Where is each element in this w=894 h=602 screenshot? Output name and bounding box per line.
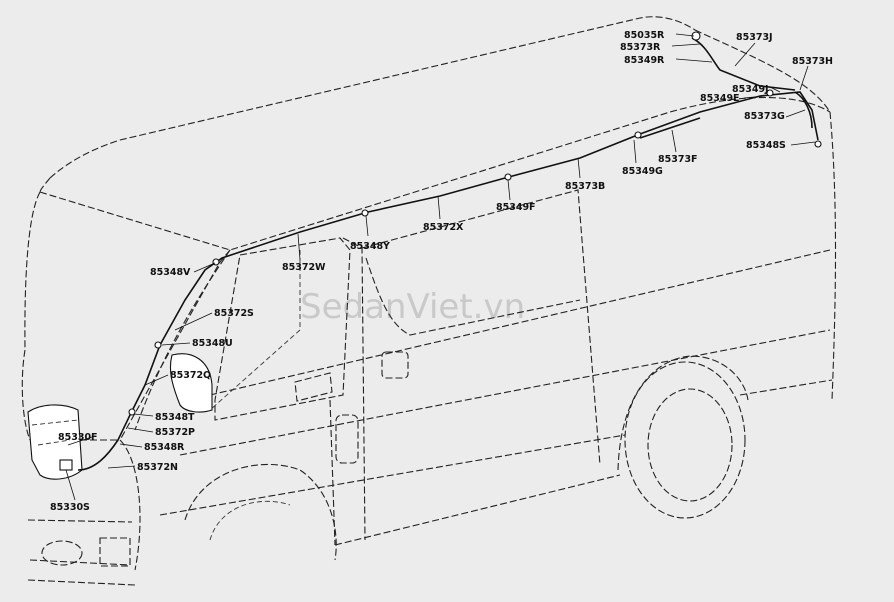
- part-label: 85373F: [658, 154, 698, 165]
- part-label: 85348S: [746, 140, 786, 151]
- part-label: 85349E: [700, 93, 740, 104]
- part-label: 85348Y: [350, 241, 390, 252]
- part-label: 85373J: [736, 32, 773, 43]
- part-label: 85349R: [624, 55, 665, 66]
- hose-clamp: [128, 408, 136, 416]
- hose-joint: [634, 131, 642, 139]
- part-label: 85348T: [155, 412, 195, 423]
- part-label: 85330F: [58, 432, 98, 443]
- hose-joint: [504, 173, 512, 181]
- watermark-text: SedanViet.vn: [300, 287, 525, 327]
- part-label: 85373H: [792, 56, 833, 67]
- part-label: 85348V: [150, 267, 191, 278]
- van-body-outline: [21, 16, 837, 586]
- hose-clamp: [154, 341, 162, 349]
- part-label: 85373G: [744, 111, 785, 122]
- part-label: 85372W: [282, 262, 326, 273]
- part-label: 85372P: [155, 427, 195, 438]
- hose-joint: [361, 209, 369, 217]
- part-label: 85330S: [50, 502, 90, 513]
- part-label: 85372Q: [170, 370, 211, 381]
- part-label: 85373B: [565, 181, 605, 192]
- part-label: 85348R: [144, 442, 185, 453]
- washer-pump: [59, 459, 73, 471]
- part-label: 85372S: [214, 308, 254, 319]
- part-label: 85348U: [192, 338, 233, 349]
- part-label: 85372X: [423, 222, 464, 233]
- part-label: 85349F: [496, 202, 536, 213]
- part-label: 85349J: [732, 84, 769, 95]
- part-label: 85373R: [620, 42, 661, 53]
- leader-lines: [65, 33, 816, 501]
- part-label: 85035R: [624, 30, 665, 41]
- hose-clamp: [212, 258, 220, 266]
- side-mirror: [169, 353, 213, 413]
- hose-end-clip: [814, 140, 822, 148]
- part-number-labels: 85035R 85373R 85349R 85373J 85373H 85349…: [50, 30, 833, 513]
- part-label: 85372N: [137, 462, 178, 473]
- hose-joint: [766, 89, 774, 97]
- washer-hose-route: [77, 31, 822, 471]
- part-label: 85349G: [622, 166, 663, 177]
